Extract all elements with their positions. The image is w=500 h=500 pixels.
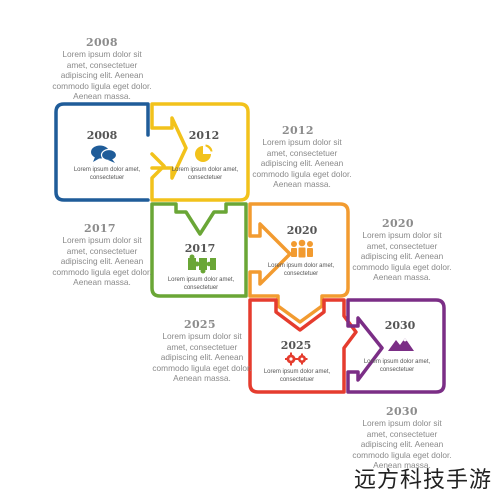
outside-year-2025: 2025 bbox=[184, 318, 216, 331]
puzzle-icon bbox=[186, 254, 218, 279]
piece-2017-text: Lorem ipsum dolor amet, consectetuer bbox=[167, 277, 235, 291]
piece-2012-outline bbox=[150, 102, 250, 202]
chat-bubbles-icon bbox=[90, 144, 118, 169]
piece-2017-outline bbox=[150, 202, 248, 298]
mountains-icon bbox=[387, 336, 415, 357]
outside-year-2020: 2020 bbox=[382, 217, 414, 230]
outside-year-2017: 2017 bbox=[84, 222, 116, 235]
piece-2008-year: 2008 bbox=[86, 129, 118, 142]
piece-2020-year: 2020 bbox=[286, 224, 318, 237]
piece-2025-outline bbox=[248, 298, 358, 394]
piece-2030-outline bbox=[346, 298, 446, 394]
outside-year-2012: 2012 bbox=[282, 124, 314, 137]
outside-text-2017: Lorem ipsum dolor sit amet, consectetuer… bbox=[52, 235, 152, 288]
piece-2017-year: 2017 bbox=[184, 242, 216, 255]
piece-2012-text: Lorem ipsum dolor amet, consectetuer bbox=[171, 167, 239, 181]
piece-2008-text: Lorem ipsum dolor amet, consectetuer bbox=[73, 167, 141, 181]
outside-year-2008: 2008 bbox=[86, 36, 118, 49]
outside-text-2030: Lorem ipsum dolor sit amet, consectetuer… bbox=[352, 418, 452, 471]
outside-year-2030: 2030 bbox=[386, 405, 418, 418]
piece-2020-outline bbox=[248, 202, 350, 324]
piece-2025-text: Lorem ipsum dolor amet, consectetuer bbox=[263, 369, 331, 383]
piece-2020-text: Lorem ipsum dolor amet, consectetuer bbox=[267, 263, 335, 277]
piece-2008-outline bbox=[54, 102, 150, 202]
outside-text-2025: Lorem ipsum dolor sit amet, consectetuer… bbox=[152, 331, 252, 384]
piece-2030-year: 2030 bbox=[384, 319, 416, 332]
watermark-text: 远方科技手游 bbox=[353, 468, 492, 493]
pie-chart-icon bbox=[193, 143, 215, 168]
piece-2012-year: 2012 bbox=[188, 129, 220, 142]
people-icon bbox=[289, 239, 315, 264]
outside-text-2020: Lorem ipsum dolor sit amet, consectetuer… bbox=[352, 230, 452, 283]
outside-text-2012: Lorem ipsum dolor sit amet, consectetuer… bbox=[252, 137, 352, 190]
outside-text-2008: Lorem ipsum dolor sit amet, consectetuer… bbox=[52, 49, 152, 102]
piece-2030-text: Lorem ipsum dolor amet, consectetuer bbox=[363, 359, 431, 373]
piece-2025-year: 2025 bbox=[280, 339, 312, 352]
gears-icon bbox=[284, 352, 309, 371]
